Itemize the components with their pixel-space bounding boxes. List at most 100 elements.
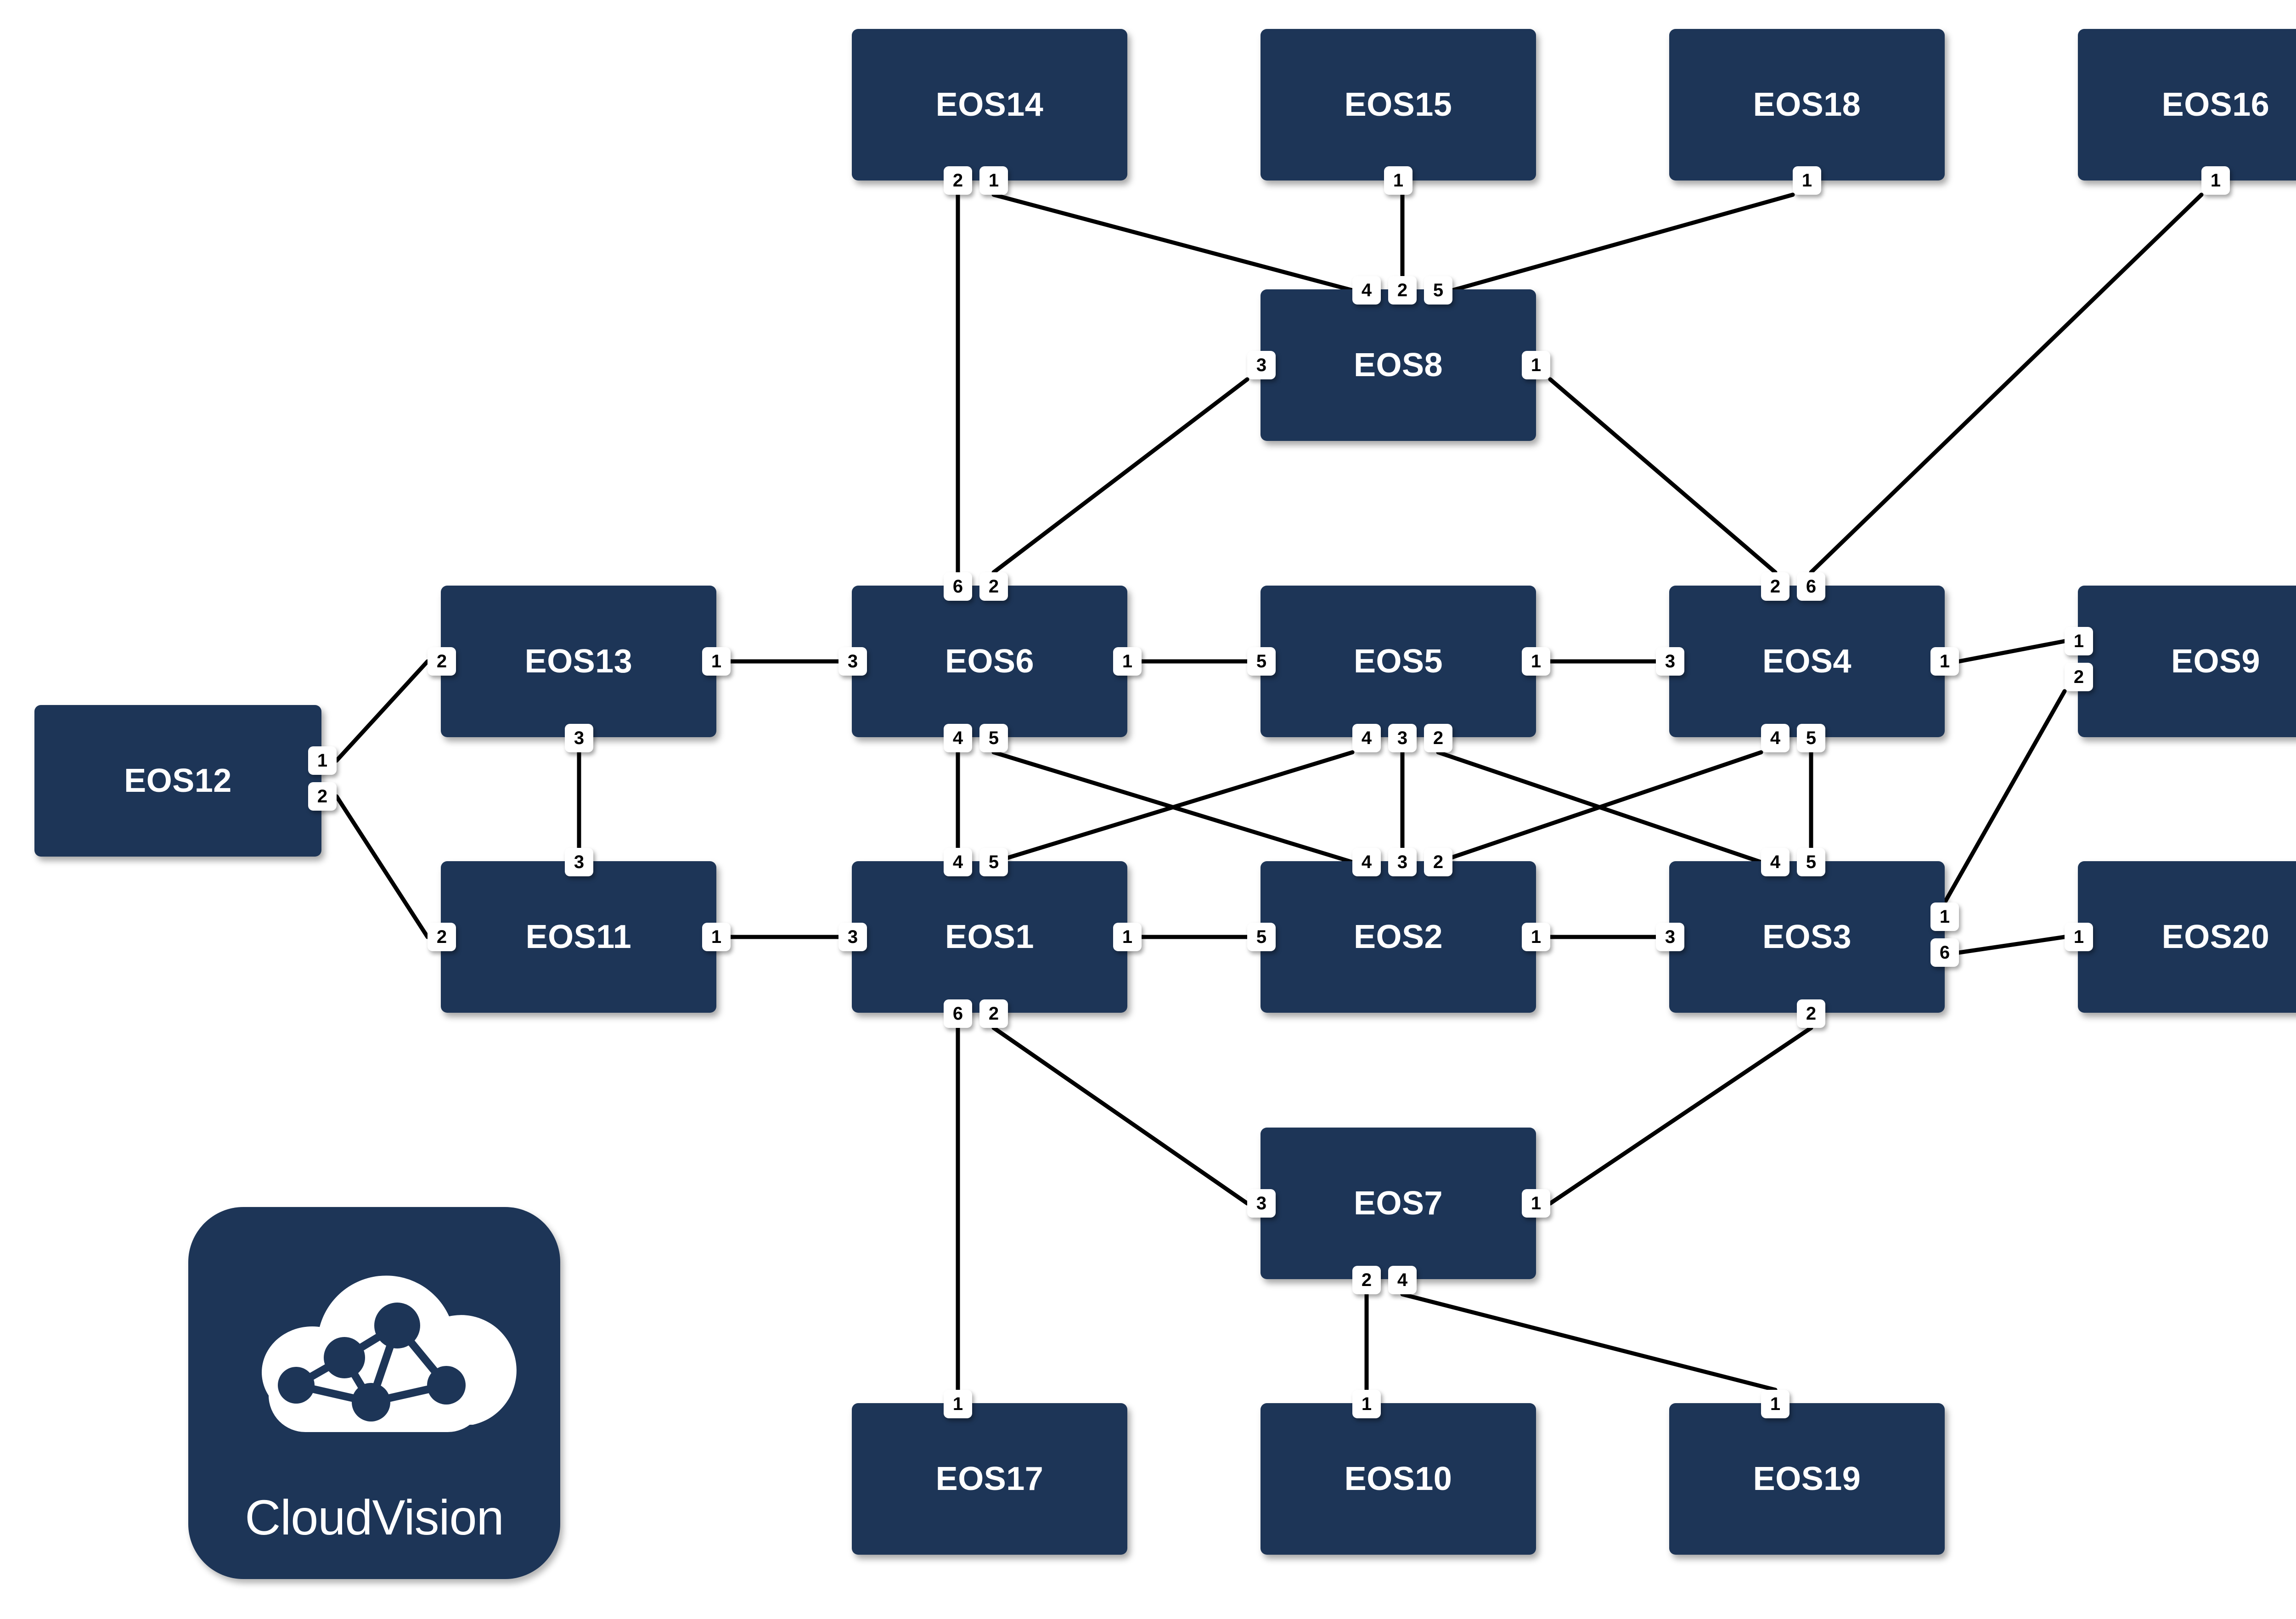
node-eos18[interactable]: EOS18 (1669, 29, 1945, 181)
port-eos2-4[interactable]: 4 (1352, 848, 1381, 876)
node-eos17[interactable]: EOS17 (852, 1403, 1127, 1555)
link-EOS5-EOS1[interactable] (991, 750, 1355, 864)
port-eos13-3[interactable]: 3 (565, 724, 593, 752)
port-eos20-1[interactable]: 1 (2065, 923, 2093, 951)
port-eos14-1[interactable]: 1 (979, 166, 1008, 195)
port-eos15-1[interactable]: 1 (1384, 166, 1412, 195)
port-eos1-2[interactable]: 2 (979, 999, 1008, 1028)
port-eos3-6[interactable]: 6 (1930, 938, 1959, 967)
port-eos5-5[interactable]: 5 (1247, 647, 1276, 676)
port-eos17-1[interactable]: 1 (944, 1390, 972, 1418)
port-eos16-1[interactable]: 1 (2201, 166, 2230, 195)
port-eos2-3[interactable]: 3 (1388, 848, 1417, 876)
port-eos8-4[interactable]: 4 (1352, 276, 1381, 305)
port-eos4-6[interactable]: 6 (1797, 572, 1825, 601)
link-EOS4-EOS9[interactable] (1957, 639, 2067, 664)
link-EOS18-EOS8[interactable] (1450, 192, 1795, 293)
port-eos12-2[interactable]: 2 (308, 782, 337, 811)
node-eos7[interactable]: EOS7 (1261, 1128, 1536, 1279)
port-eos6-3[interactable]: 3 (838, 647, 867, 676)
port-eos3-1[interactable]: 1 (1930, 903, 1959, 931)
node-eos11[interactable]: EOS11 (441, 861, 716, 1013)
node-eos6[interactable]: EOS6 (852, 586, 1127, 737)
port-eos1-3[interactable]: 3 (838, 923, 867, 951)
node-eos16[interactable]: EOS16 (2078, 29, 2296, 181)
port-eos4-5[interactable]: 5 (1797, 724, 1825, 752)
link-EOS12-EOS13[interactable] (334, 659, 430, 763)
link-EOS3-EOS9[interactable] (1942, 689, 2067, 905)
port-eos11-2[interactable]: 2 (428, 923, 456, 951)
port-eos4-2[interactable]: 2 (1761, 572, 1790, 601)
port-eos5-3[interactable]: 3 (1388, 724, 1417, 752)
port-eos6-6[interactable]: 6 (944, 572, 972, 601)
port-eos10-1[interactable]: 1 (1352, 1390, 1381, 1418)
port-eos1-6[interactable]: 6 (944, 999, 972, 1028)
port-eos5-2[interactable]: 2 (1424, 724, 1452, 752)
port-eos6-5[interactable]: 5 (979, 724, 1008, 752)
port-eos11-3[interactable]: 3 (565, 848, 593, 876)
port-eos6-1[interactable]: 1 (1113, 647, 1142, 676)
port-eos7-2[interactable]: 2 (1352, 1266, 1381, 1294)
port-eos19-1[interactable]: 1 (1761, 1390, 1790, 1418)
link-EOS8-EOS6[interactable] (991, 377, 1249, 575)
node-eos4[interactable]: EOS4 (1669, 586, 1945, 737)
port-eos4-1[interactable]: 1 (1930, 647, 1959, 676)
port-eos2-5[interactable]: 5 (1247, 923, 1276, 951)
port-eos8-5[interactable]: 5 (1424, 276, 1452, 305)
port-eos2-2[interactable]: 2 (1424, 848, 1452, 876)
port-eos13-2[interactable]: 2 (428, 647, 456, 676)
port-eos5-1[interactable]: 1 (1522, 647, 1550, 676)
port-eos3-3[interactable]: 3 (1656, 923, 1684, 951)
link-EOS12-EOS11[interactable] (334, 794, 430, 939)
port-eos5-4[interactable]: 4 (1352, 724, 1381, 752)
link-EOS1-EOS7[interactable] (991, 1026, 1249, 1206)
port-eos4-3[interactable]: 3 (1656, 647, 1684, 676)
port-eos11-1[interactable]: 1 (702, 923, 731, 951)
link-EOS3-EOS20[interactable] (1957, 935, 2067, 955)
port-eos9-2[interactable]: 2 (2065, 663, 2093, 691)
port-eos18-1[interactable]: 1 (1793, 166, 1821, 195)
node-eos13[interactable]: EOS13 (441, 586, 716, 737)
node-eos10[interactable]: EOS10 (1261, 1403, 1536, 1555)
port-eos1-5[interactable]: 5 (979, 848, 1008, 876)
link-EOS14-EOS8[interactable] (991, 192, 1355, 293)
port-eos1-1[interactable]: 1 (1113, 923, 1142, 951)
port-eos8-1[interactable]: 1 (1522, 351, 1550, 379)
port-eos8-3[interactable]: 3 (1247, 351, 1276, 379)
port-eos13-1[interactable]: 1 (702, 647, 731, 676)
port-eos9-1[interactable]: 1 (2065, 627, 2093, 655)
node-eos19[interactable]: EOS19 (1669, 1403, 1945, 1555)
node-eos9[interactable]: EOS9 (2078, 586, 2296, 737)
node-eos20[interactable]: EOS20 (2078, 861, 2296, 1013)
node-label: EOS16 (2161, 86, 2270, 123)
node-eos2[interactable]: EOS2 (1261, 861, 1536, 1013)
port-eos12-1[interactable]: 1 (308, 746, 337, 775)
node-eos3[interactable]: EOS3 (1669, 861, 1945, 1013)
port-eos2-1[interactable]: 1 (1522, 923, 1550, 951)
port-eos7-1[interactable]: 1 (1522, 1189, 1550, 1218)
node-eos1[interactable]: EOS1 (852, 861, 1127, 1013)
port-eos8-2[interactable]: 2 (1388, 276, 1417, 305)
port-eos7-3[interactable]: 3 (1247, 1189, 1276, 1218)
link-EOS8-EOS4[interactable] (1548, 377, 1778, 575)
port-eos4-4[interactable]: 4 (1761, 724, 1790, 752)
port-eos1-4[interactable]: 4 (944, 848, 972, 876)
link-EOS16-EOS4[interactable] (1809, 192, 2204, 575)
node-eos12[interactable]: EOS12 (34, 705, 321, 857)
port-eos3-2[interactable]: 2 (1797, 999, 1825, 1028)
node-eos15[interactable]: EOS15 (1261, 29, 1536, 181)
port-eos6-4[interactable]: 4 (944, 724, 972, 752)
link-EOS7-EOS19[interactable] (1400, 1292, 1778, 1392)
node-eos5[interactable]: EOS5 (1261, 586, 1536, 737)
node-eos8[interactable]: EOS8 (1261, 289, 1536, 441)
port-eos7-4[interactable]: 4 (1388, 1266, 1417, 1294)
port-eos6-2[interactable]: 2 (979, 572, 1008, 601)
port-eos3-4[interactable]: 4 (1761, 848, 1790, 876)
node-label: EOS18 (1753, 86, 1861, 123)
link-EOS4-EOS2[interactable] (1436, 750, 1763, 864)
link-EOS3-EOS7[interactable] (1548, 1026, 1813, 1206)
port-eos3-5[interactable]: 5 (1797, 848, 1825, 876)
node-label: EOS3 (1762, 919, 1852, 955)
port-eos14-2[interactable]: 2 (944, 166, 972, 195)
node-eos14[interactable]: EOS14 (852, 29, 1127, 181)
